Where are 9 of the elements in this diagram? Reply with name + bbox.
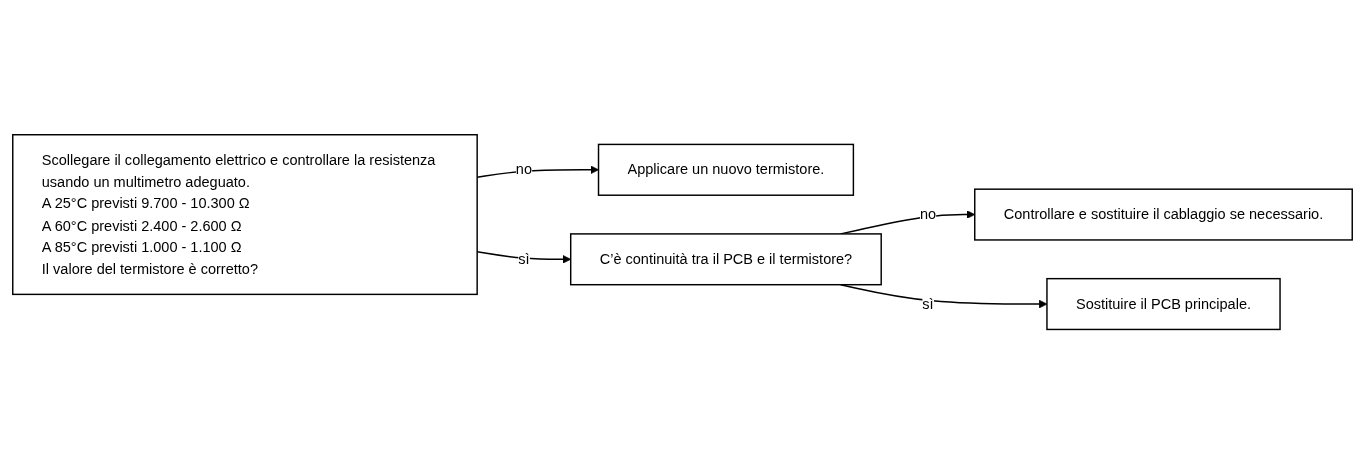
node-box: Scollegare il collegamento elettrico e controllare la resistenza usando un multimetro adeguato. A 25°C previsti 9.700 - 10.300 Ω A 60°C previsti 2.400 - 2.600 Ω A 85°C previsti 1.000 - 1.100 Ω Il valore del termistore è corretto? — [12, 133, 478, 295]
node-box: Sostituire il PCB principale. — [1046, 277, 1281, 331]
edge-label: no — [919, 205, 937, 222]
edge-label: sì — [922, 295, 934, 312]
edge-label: sì — [518, 250, 530, 267]
node-box: Applicare un nuovo termistore. — [597, 143, 855, 196]
node-box: C’è continuità tra il PCB e il termistore? — [569, 233, 882, 286]
node-box: Controllare e sostituire il cablaggio se necessario. — [974, 188, 1353, 241]
edge-label: no — [515, 160, 532, 178]
